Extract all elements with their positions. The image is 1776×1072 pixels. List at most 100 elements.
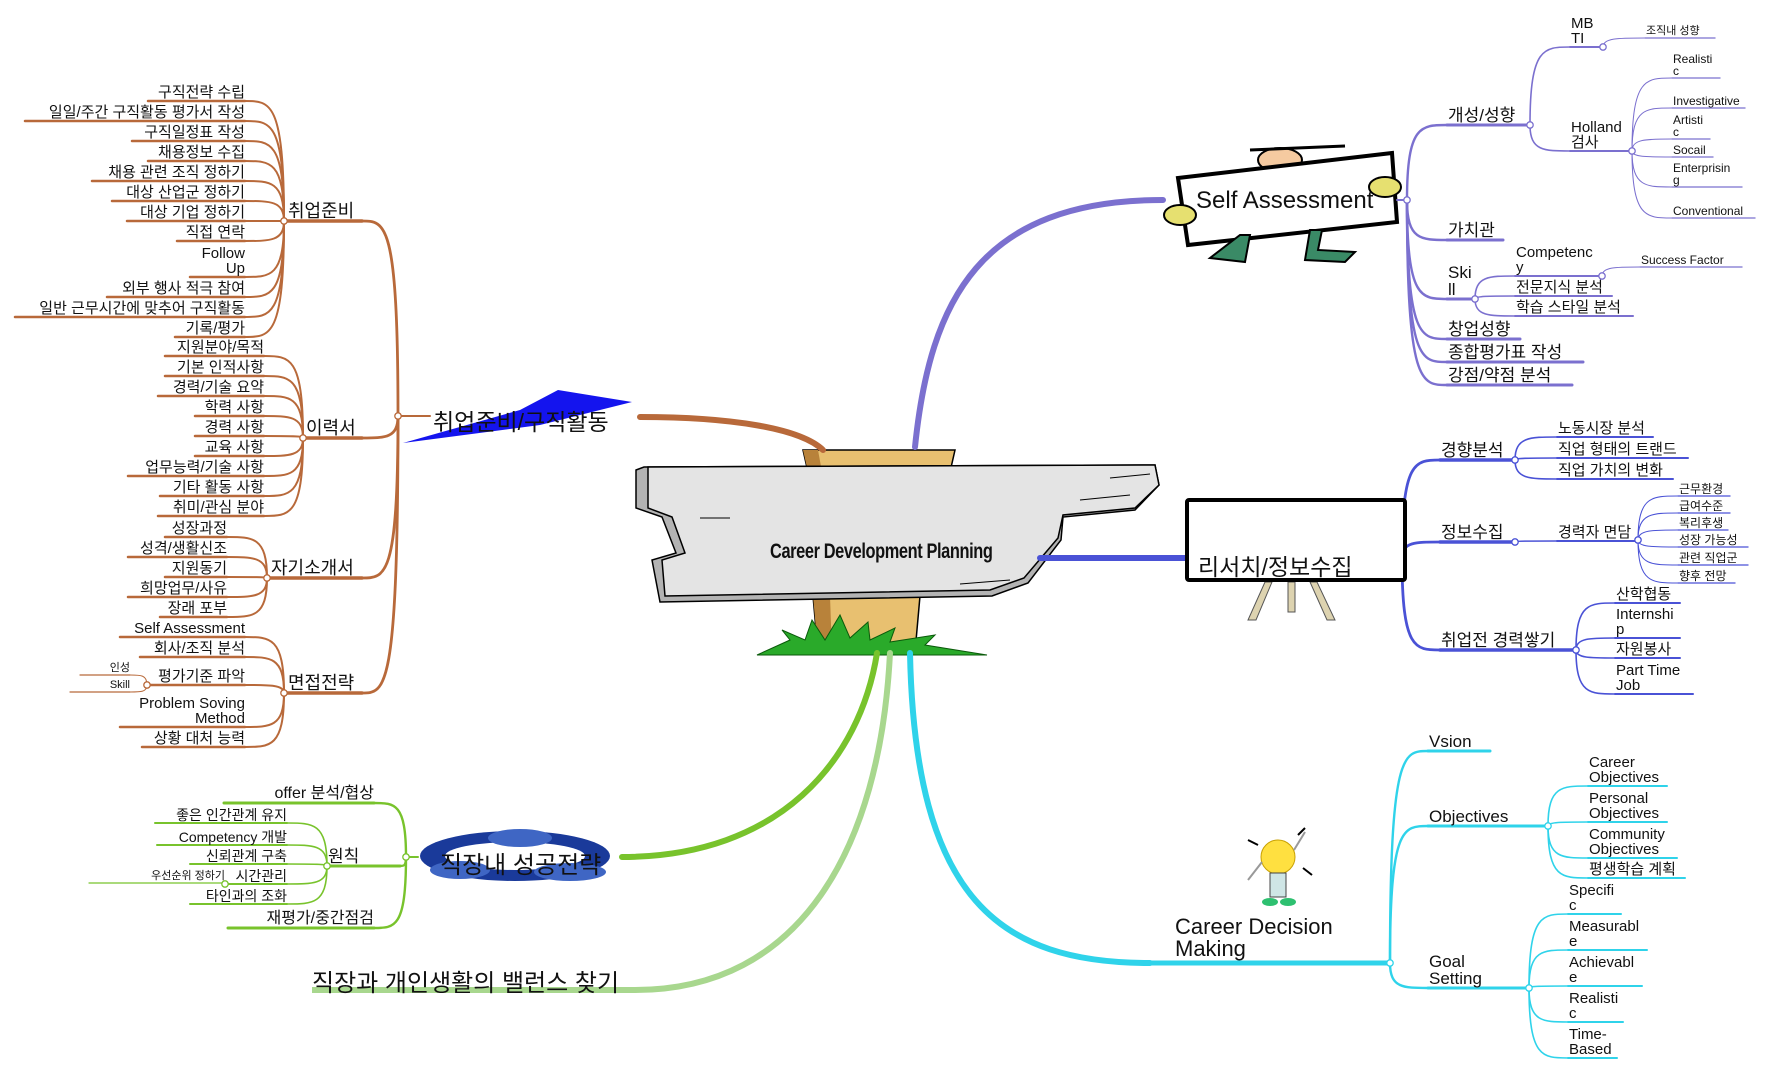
topic-label[interactable]: Measurable: [1569, 918, 1640, 950]
topic-label[interactable]: 업무능력/기술 사항: [145, 459, 264, 476]
topic-label[interactable]: 가치관: [1448, 221, 1495, 240]
topic-label[interactable]: Competency: [1516, 244, 1593, 276]
topic-label[interactable]: Skill: [1448, 263, 1472, 299]
topic-label[interactable]: Objectives: [1429, 807, 1509, 826]
topic-label[interactable]: 급여수준: [1679, 499, 1724, 513]
topic-label[interactable]: 원칙: [328, 847, 360, 866]
topic-label[interactable]: 평생학습 계획: [1589, 861, 1676, 878]
topic-label[interactable]: 구직전략 수립: [158, 84, 245, 101]
topic-label[interactable]: 채용 관련 조직 정하기: [108, 164, 245, 181]
topic-label[interactable]: Follow Up: [201, 245, 245, 277]
topic-label[interactable]: 구직일정표 작성: [144, 124, 245, 141]
topic-label[interactable]: Investigative: [1673, 94, 1740, 108]
topic-label[interactable]: 지원동기: [171, 560, 227, 577]
topic-label[interactable]: 이력서: [306, 418, 356, 438]
topic-label[interactable]: Specific: [1569, 882, 1615, 914]
topic-label[interactable]: 교육 사항: [204, 439, 264, 456]
topic-label[interactable]: 시간관리: [235, 868, 287, 884]
topic-label[interactable]: 복리후생: [1679, 516, 1724, 530]
topic-label[interactable]: Personal Objectives: [1589, 790, 1660, 822]
topic-label[interactable]: 좋은 인간관계 유지: [176, 807, 287, 823]
topic-label[interactable]: 일일/주간 구직활동 평가서 작성: [48, 104, 245, 121]
topic-label[interactable]: 개성/성향: [1448, 106, 1516, 125]
topic-label[interactable]: 성장 가능성: [1679, 533, 1738, 547]
topic-label[interactable]: Self Assessment: [134, 620, 245, 637]
topic-label[interactable]: 학습 스타일 분석: [1516, 299, 1621, 316]
topic-label[interactable]: 향후 전망: [1679, 569, 1727, 583]
topic-label[interactable]: 종합평가표 작성: [1448, 343, 1563, 362]
topic-label[interactable]: 전문지식 분석: [1516, 279, 1603, 296]
topic-label[interactable]: 직접 연락: [185, 224, 245, 241]
branch-label-job-search[interactable]: 취업준비/구직활동: [433, 409, 609, 435]
topic-label[interactable]: 희망업무/사유: [140, 580, 227, 597]
topic-label[interactable]: 재평가/중간점검: [266, 910, 375, 927]
topic-label[interactable]: MBTI: [1571, 15, 1594, 47]
branch-label-research[interactable]: 리서치/정보수집: [1198, 554, 1353, 580]
topic-label[interactable]: Internship: [1616, 606, 1674, 638]
topic-label[interactable]: 취업준비: [288, 201, 355, 221]
topic-label[interactable]: Realistic: [1673, 52, 1713, 78]
topic-label[interactable]: 경력/기술 요약: [172, 379, 264, 396]
branch-label-success[interactable]: 직장내 성공전략: [440, 852, 602, 879]
topic-label[interactable]: Conventional: [1673, 204, 1744, 218]
topic-label[interactable]: 경향분석: [1441, 441, 1504, 460]
topic-label[interactable]: Socail: [1673, 143, 1706, 157]
topic-label[interactable]: 신뢰관계 구축: [205, 848, 287, 864]
topic-label[interactable]: 근무환경: [1679, 482, 1724, 496]
branch-label-self-assessment[interactable]: Self Assessment: [1196, 187, 1374, 214]
topic-label[interactable]: 직업 가치의 변화: [1558, 462, 1663, 479]
topic-label[interactable]: Holland 검사: [1571, 119, 1622, 151]
topic-label[interactable]: Community Objectives: [1589, 826, 1665, 858]
topic-label[interactable]: 자원봉사: [1616, 641, 1672, 658]
topic-label[interactable]: Problem Soving Method: [139, 695, 245, 727]
topic-label[interactable]: 채용정보 수집: [158, 144, 245, 161]
topic-label[interactable]: 기록/평가: [185, 320, 245, 337]
topic-label[interactable]: 산학협동: [1616, 586, 1672, 603]
topic-label[interactable]: Success Factor: [1641, 253, 1724, 267]
topic-label[interactable]: Goal Setting: [1429, 952, 1482, 988]
topic-label[interactable]: 대상 산업군 정하기: [126, 184, 245, 201]
topic-label[interactable]: 인성: [109, 662, 130, 674]
topic-label[interactable]: 지원분야/목적: [177, 339, 264, 356]
topic-label[interactable]: 노동시장 분석: [1558, 420, 1645, 437]
topic-label[interactable]: 우선순위 정하기: [151, 870, 225, 882]
topic-label[interactable]: 취미/관심 분야: [172, 499, 264, 516]
topic-label[interactable]: 성장과정: [171, 520, 227, 537]
topic-label[interactable]: Enterprising: [1673, 161, 1731, 187]
topic-label[interactable]: Realistic: [1569, 990, 1619, 1022]
topic-label[interactable]: Competency 개발: [178, 829, 287, 845]
branch-label-balance[interactable]: 직장과 개인생활의 밸런스 찾기: [312, 970, 620, 997]
branch-label-decision[interactable]: Career Decision Making: [1175, 914, 1333, 961]
topic-label[interactable]: 타인과의 조화: [205, 888, 287, 904]
topic-label[interactable]: 학력 사항: [204, 399, 264, 416]
topic-label[interactable]: Career Objectives: [1589, 754, 1660, 786]
topic-label[interactable]: 정보수집: [1441, 523, 1504, 542]
topic-label[interactable]: Achievable: [1569, 954, 1635, 986]
topic-label[interactable]: 직업 형태의 트랜드: [1558, 441, 1677, 458]
topic-label[interactable]: 기타 활동 사항: [172, 479, 264, 496]
topic-label[interactable]: 자기소개서: [271, 558, 354, 578]
topic-label[interactable]: 경력자 면담: [1558, 524, 1632, 541]
topic-label[interactable]: Skill: [109, 679, 130, 691]
topic-label[interactable]: offer 분석/협상: [274, 785, 375, 802]
topic-label[interactable]: Vsion: [1429, 732, 1472, 751]
topic-label[interactable]: 회사/조직 분석: [153, 640, 245, 657]
topic-label[interactable]: 면접전략: [288, 673, 355, 693]
topic-label[interactable]: 취업전 경력쌓기: [1441, 631, 1556, 650]
topic-label[interactable]: 조직내 성향: [1646, 25, 1700, 37]
topic-label[interactable]: 대상 기업 정하기: [140, 204, 245, 221]
topic-label[interactable]: Part Time Job: [1616, 662, 1681, 694]
center-title[interactable]: Career Development Planning: [770, 540, 993, 563]
topic-label[interactable]: 기본 인적사항: [177, 359, 264, 376]
topic-label[interactable]: 일반 근무시간에 맞추어 구직활동: [39, 300, 245, 317]
topic-label[interactable]: Artistic: [1673, 113, 1703, 139]
topic-label[interactable]: Time-Based: [1569, 1026, 1612, 1058]
topic-label[interactable]: 장래 포부: [167, 600, 227, 617]
topic-label[interactable]: 평가기준 파악: [158, 668, 245, 685]
topic-label[interactable]: 외부 행사 적극 참여: [122, 280, 245, 297]
topic-label[interactable]: 성격/생활신조: [140, 540, 227, 557]
topic-label[interactable]: 강점/약점 분석: [1448, 366, 1552, 385]
topic-label[interactable]: 경력 사항: [204, 419, 264, 436]
topic-label[interactable]: 창업성향: [1448, 320, 1511, 339]
topic-label[interactable]: 상황 대처 능력: [153, 730, 245, 747]
